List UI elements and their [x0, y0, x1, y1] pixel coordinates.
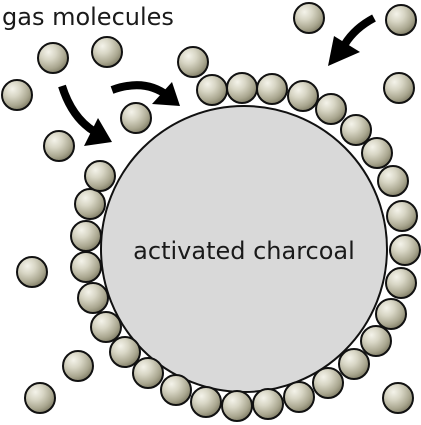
- gas-molecule: [385, 267, 417, 299]
- gas-molecule: [382, 382, 414, 414]
- gas-molecule: [293, 2, 325, 34]
- gas-molecule: [177, 46, 209, 78]
- gas-molecule: [16, 256, 48, 288]
- gas-molecule: [221, 390, 253, 422]
- free-gas-molecules: [1, 2, 417, 414]
- adsorbed-molecules: [70, 72, 421, 422]
- gas-molecule: [37, 42, 69, 74]
- gas-molecule: [132, 357, 164, 389]
- gas-molecule: [256, 73, 288, 105]
- gas-molecule: [312, 367, 344, 399]
- gas-molecule: [360, 325, 392, 357]
- gas-molecule: [361, 137, 393, 169]
- curved-arrow-icon: [328, 14, 376, 66]
- gas-molecule: [315, 93, 347, 125]
- gas-molecule: [252, 388, 284, 420]
- gas-molecule: [338, 348, 370, 380]
- gas-molecule: [109, 336, 141, 368]
- curved-arrow-icon: [110, 81, 180, 106]
- gas-molecule: [287, 80, 319, 112]
- gas-molecule: [283, 381, 315, 413]
- gas-molecule: [389, 234, 421, 266]
- gas-molecule: [1, 79, 33, 111]
- gas-molecule: [91, 36, 123, 68]
- gas-molecule: [70, 220, 102, 252]
- gas-molecule: [84, 160, 116, 192]
- gas-molecule: [375, 298, 407, 330]
- gas-molecule: [120, 102, 152, 134]
- gas-molecule: [160, 374, 192, 406]
- gas-molecule: [190, 386, 222, 418]
- gas-molecule: [90, 311, 122, 343]
- charcoal-label: activated charcoal: [133, 237, 355, 265]
- gas-molecules-label: gas molecules: [2, 3, 174, 31]
- gas-molecule: [70, 251, 102, 283]
- arrows: [58, 14, 376, 146]
- gas-molecule: [77, 282, 109, 314]
- gas-molecule: [62, 350, 94, 382]
- gas-molecule: [383, 72, 415, 104]
- gas-molecule: [24, 382, 56, 414]
- gas-molecule: [196, 74, 228, 106]
- gas-molecule: [386, 200, 418, 232]
- gas-molecule: [226, 72, 258, 104]
- curved-arrow-icon: [58, 84, 112, 146]
- gas-molecule: [377, 165, 409, 197]
- gas-molecule: [385, 4, 417, 36]
- gas-molecule: [43, 130, 75, 162]
- gas-molecule: [340, 114, 372, 146]
- gas-molecule: [74, 188, 106, 220]
